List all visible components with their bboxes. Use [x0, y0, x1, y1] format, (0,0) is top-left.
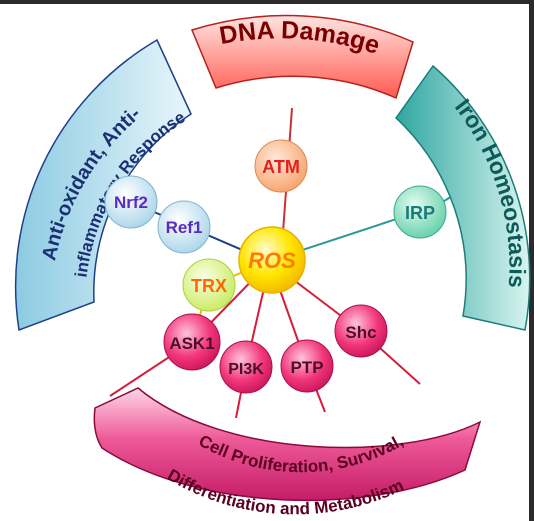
anti-oxidant-band: Anti-oxidant, Anti- inflammatory Respons… — [14, 38, 192, 332]
node-ptp: PTP — [280, 339, 334, 393]
node-ask1: ASK1 — [163, 313, 221, 371]
node-irp: IRP — [393, 185, 447, 239]
cell-proliferation-band: Cell Proliferation, Survival, Differenti… — [93, 387, 482, 518]
node-atm-label: ATM — [262, 157, 300, 177]
node-ros: ROS — [238, 226, 306, 294]
node-nrf2: Nrf2 — [104, 175, 158, 229]
node-ros-label: ROS — [248, 248, 296, 273]
node-ask1-label: ASK1 — [169, 334, 214, 353]
node-pi3k: PI3K — [219, 340, 273, 394]
frame-right-edge — [529, 0, 534, 521]
node-pi3k-label: PI3K — [228, 361, 264, 378]
node-trx: TRX — [182, 258, 236, 312]
node-ref1-label: Ref1 — [166, 218, 203, 237]
node-nrf2-label: Nrf2 — [114, 193, 148, 212]
dna-damage-band: DNA Damage — [190, 14, 414, 100]
node-ptp-label: PTP — [290, 358, 323, 377]
node-shc: Shc — [334, 304, 388, 358]
node-shc-label: Shc — [345, 323, 376, 342]
node-ref1: Ref1 — [157, 200, 211, 254]
node-atm: ATM — [254, 139, 308, 193]
frame-top-edge — [0, 0, 534, 4]
node-irp-label: IRP — [405, 203, 435, 223]
node-trx-label: TRX — [191, 276, 227, 296]
